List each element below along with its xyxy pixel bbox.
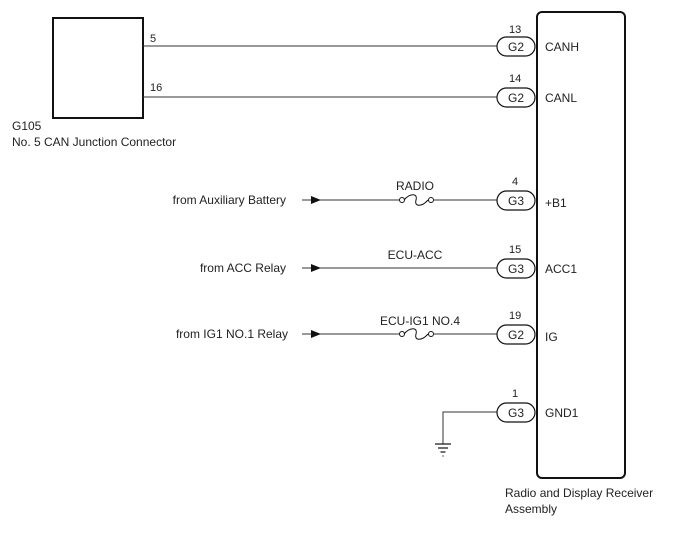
ig-pin-number: 19 [509,310,521,322]
ig-connector-badge [496,324,536,345]
b1-connector-badge [496,190,536,211]
b1-pin-number: 4 [512,176,518,188]
acc1-source-label: from ACC Relay [200,261,286,275]
b1-connector-label: G3 [508,194,524,208]
ig-signal-label: IG [545,330,558,344]
canl-connector-badge [496,87,536,108]
receiver-name-line2: Assembly [505,502,557,516]
gnd1-connector-badge [496,402,536,423]
canh-pin-number: 13 [509,24,521,36]
junction-pin-bottom: 16 [150,82,162,94]
canh-connector-label: G2 [508,40,524,54]
canh-signal-label: CANH [545,40,579,54]
gnd1-wire [442,411,497,444]
receiver-assembly-box [536,11,626,479]
gnd1-pin-number: 1 [512,388,518,400]
acc1-connector-label: G3 [508,262,524,276]
ecu-ig1-fuse-label: ECU-IG1 NO.4 [380,314,460,328]
canl-connector-label: G2 [508,91,524,105]
gnd1-connector-label: G3 [508,406,524,420]
junction-connector-name: No. 5 CAN Junction Connector [12,135,176,149]
b1-signal-label: +B1 [545,196,567,210]
acc1-signal-label: ACC1 [545,262,577,276]
canh-connector-badge [496,36,536,57]
acc1-connector-badge [496,258,536,279]
ig-connector-label: G2 [508,328,524,342]
radio-fuse-icon [399,194,434,206]
ig-source-label: from IG1 NO.1 Relay [176,327,288,341]
junction-connector-box [52,17,144,119]
ecu-ig1-fuse-icon [399,328,434,340]
canl-pin-number: 14 [509,73,521,85]
radio-fuse-label: RADIO [396,179,434,193]
ecu-acc-fuse-label: ECU-ACC [388,248,443,262]
canl-signal-label: CANL [545,91,577,105]
junction-pin-top: 5 [150,33,156,45]
receiver-name-line1: Radio and Display Receiver [505,486,653,500]
ground-icon [435,443,451,457]
acc1-pin-number: 15 [509,244,521,256]
b1-source-label: from Auxiliary Battery [173,193,286,207]
junction-connector-id: G105 [12,119,42,133]
gnd1-signal-label: GND1 [545,406,579,420]
